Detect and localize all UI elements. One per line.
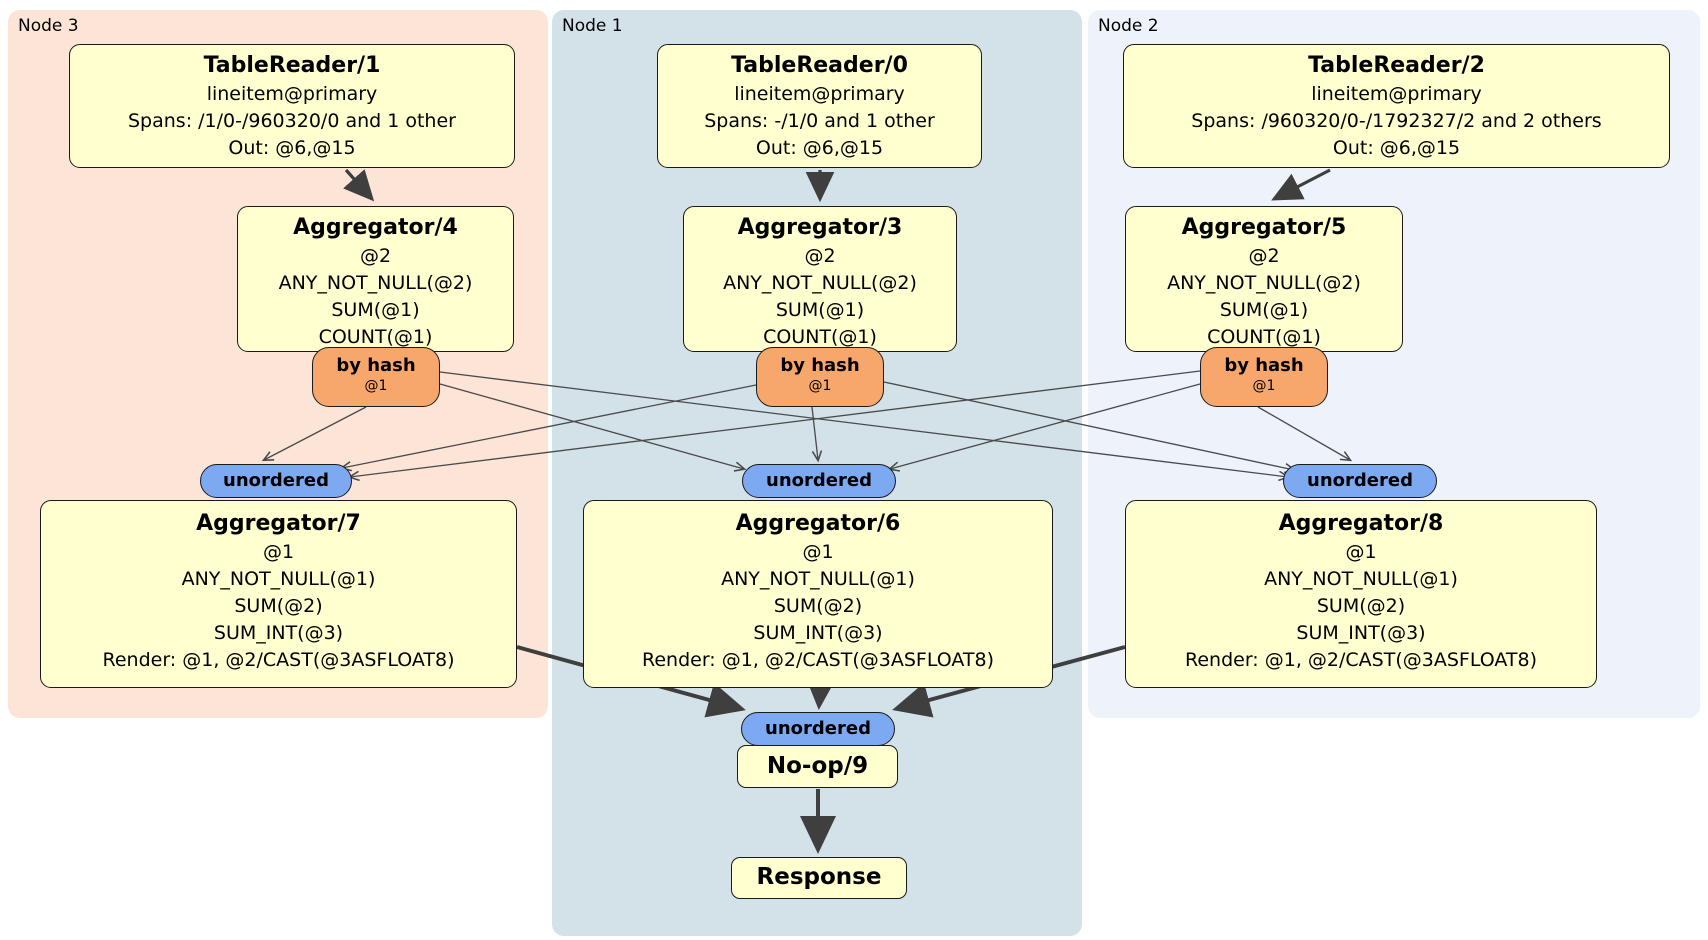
table-reader-0-index: lineitem@primary [734, 83, 905, 105]
aggregator-6-line: SUM(@2) [773, 595, 863, 617]
table-reader-2-spans: Spans: /960320/0-/1792327/2 and 2 others [1191, 110, 1602, 132]
aggregator-3-title: Aggregator/3 [737, 215, 903, 240]
aggregator-4-line: @2 [359, 245, 392, 267]
edge-router3-sync2 [439, 371, 1288, 477]
node2-label: Node 2 [1098, 16, 1159, 36]
aggregator-6-title: Aggregator/6 [735, 511, 901, 536]
table-reader-0-box: TableReader/0 lineitem@primary Spans: -/… [657, 44, 982, 168]
aggregator-8-line: SUM_INT(@3) [1296, 622, 1426, 644]
aggregator-3-line: ANY_NOT_NULL(@2) [723, 272, 917, 294]
edge-router1-sync3 [342, 384, 757, 468]
table-reader-1-spans: Spans: /1/0-/960320/0 and 1 other [128, 110, 456, 132]
aggregator-4-line: COUNT(@1) [318, 326, 433, 348]
aggregator-7-line: SUM_INT(@3) [213, 622, 344, 644]
aggregator-7-render-line: Render: @1, @2/CAST(@3ASFLOAT8) [102, 649, 455, 671]
aggregator-8-title: Aggregator/8 [1278, 511, 1444, 536]
unordered-sync-node2: unordered [1283, 464, 1437, 498]
edge-router2-sync2 [1257, 406, 1350, 460]
edge-router3-sync3 [264, 406, 367, 460]
table-reader-0-out: Out: @6,@15 [755, 137, 884, 159]
node3-label: Node 3 [18, 16, 79, 36]
aggregator-4-line: ANY_NOT_NULL(@2) [278, 272, 473, 294]
edge-router1-sync2 [883, 381, 1294, 470]
table-reader-2-index: lineitem@primary [1311, 83, 1482, 105]
hash-router-node3-label: by hash [336, 355, 416, 376]
hash-router-node3-key: @1 [364, 378, 388, 394]
aggregator-5-line: ANY_NOT_NULL(@2) [1167, 272, 1361, 294]
aggregator-6-render-line: Render: @1, @2/CAST(@3ASFLOAT8) [642, 649, 994, 671]
aggregator-6-line: @1 [802, 541, 834, 563]
table-reader-1-out: Out: @6,@15 [228, 137, 356, 159]
aggregator-4-line: SUM(@1) [331, 299, 420, 321]
aggregator-7-line: ANY_NOT_NULL(@1) [181, 568, 376, 590]
hash-router-node1: by hash @1 [756, 347, 884, 407]
aggregator-3-line: COUNT(@1) [763, 326, 877, 348]
aggregator-7-title: Aggregator/7 [196, 511, 361, 536]
table-reader-2-box: TableReader/2 lineitem@primary Spans: /9… [1123, 44, 1670, 168]
edge-tr1-agg4 [343, 168, 375, 202]
hash-router-node1-key: @1 [808, 378, 832, 394]
aggregator-6-line: SUM_INT(@3) [753, 622, 883, 644]
aggregator-8-line: SUM(@2) [1316, 595, 1406, 617]
hash-router-node2-label: by hash [1224, 355, 1304, 376]
aggregator-8-render-line: Render: @1, @2/CAST(@3ASFLOAT8) [1185, 649, 1537, 671]
aggregator-7-line: SUM(@2) [234, 595, 323, 617]
aggregator-8-line: @1 [1345, 541, 1377, 563]
aggregator-5-title: Aggregator/5 [1181, 215, 1347, 240]
hash-router-node3: by hash @1 [312, 347, 440, 407]
aggregator-5-line: @2 [1248, 245, 1280, 267]
aggregator-3-line: @2 [804, 245, 836, 267]
aggregator-4-box: Aggregator/4 @2 ANY_NOT_NULL(@2) SUM(@1)… [237, 206, 514, 352]
table-reader-0-title: TableReader/0 [731, 53, 908, 78]
edge-agg6-sync [803, 670, 840, 710]
aggregator-6-line: ANY_NOT_NULL(@1) [721, 568, 915, 590]
unordered-sync-node1: unordered [742, 464, 896, 498]
table-reader-1-index: lineitem@primary [206, 83, 378, 105]
unordered-sync-final: unordered [741, 712, 895, 746]
aggregator-5-box: Aggregator/5 @2 ANY_NOT_NULL(@2) SUM(@1)… [1125, 206, 1403, 352]
node1-label: Node 1 [562, 16, 623, 36]
aggregator-7-box: Aggregator/7 @1 ANY_NOT_NULL(@1) SUM(@2)… [40, 500, 517, 688]
noop-box: No-op/9 [737, 745, 898, 788]
edge-router3-sync1 [439, 383, 744, 469]
table-reader-2-title: TableReader/2 [1308, 53, 1485, 78]
table-reader-0-spans: Spans: -/1/0 and 1 other [704, 110, 935, 132]
aggregator-4-title: Aggregator/4 [293, 215, 458, 240]
aggregator-5-line: COUNT(@1) [1207, 326, 1321, 348]
hash-router-node2: by hash @1 [1200, 347, 1328, 407]
aggregator-8-box: Aggregator/8 @1 ANY_NOT_NULL(@1) SUM(@2)… [1125, 500, 1597, 688]
hash-router-node2-key: @1 [1252, 378, 1276, 394]
edge-tr2-agg5 [1271, 168, 1331, 201]
table-reader-2-out: Out: @6,@15 [1332, 137, 1461, 159]
table-reader-1-box: TableReader/1 lineitem@primary Spans: /1… [69, 44, 515, 168]
table-reader-1-title: TableReader/1 [203, 53, 381, 78]
edge-router2-sync3 [350, 370, 1201, 477]
aggregator-7-line: @1 [262, 541, 295, 563]
response-box: Response [731, 857, 907, 899]
unordered-sync-node3: unordered [200, 464, 352, 498]
aggregator-8-line: ANY_NOT_NULL(@1) [1264, 568, 1458, 590]
hash-router-node1-label: by hash [780, 355, 860, 376]
edge-router2-sync1 [890, 383, 1201, 469]
aggregator-3-line: SUM(@1) [775, 299, 865, 321]
aggregator-6-box: Aggregator/6 @1 ANY_NOT_NULL(@1) SUM(@2)… [583, 500, 1053, 688]
edge-router1-sync1 [811, 406, 818, 460]
aggregator-5-line: SUM(@1) [1219, 299, 1309, 321]
router-fanout-edges [264, 370, 1350, 477]
aggregator-3-box: Aggregator/3 @2 ANY_NOT_NULL(@2) SUM(@1)… [683, 206, 957, 352]
